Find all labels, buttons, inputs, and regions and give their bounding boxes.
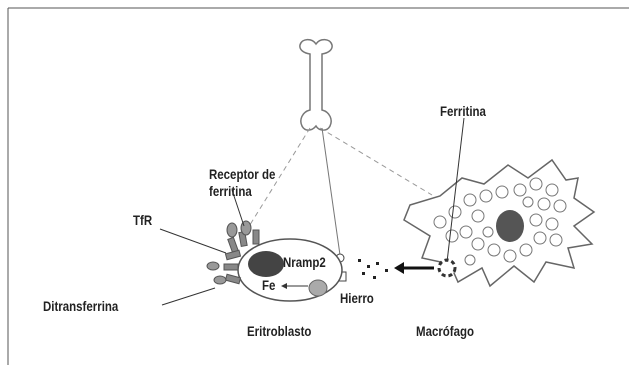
release-arrow-head (394, 262, 404, 274)
bone-to-iron-line (322, 128, 340, 255)
label-tfr: TfR (133, 212, 152, 228)
label-receptor-line2: ferritina (209, 183, 252, 199)
label-ferritina: Ferritina (440, 103, 486, 119)
label-fe: Fe (262, 277, 275, 293)
ferritin-particle (439, 260, 455, 276)
nramp2-vesicle (309, 280, 327, 296)
tfr-pointer-line (160, 229, 226, 253)
iron-dots (358, 259, 388, 279)
erythroblast-nucleus (248, 251, 284, 277)
ditransferrina-pointer-line (162, 288, 215, 305)
label-eritroblasto: Eritroblasto (247, 323, 311, 339)
macrophage-nucleus (496, 210, 524, 242)
bone-to-macrophage-line (320, 128, 432, 195)
label-ditransferrina: Ditransferrina (43, 298, 118, 314)
label-nramp2: Nramp2 (283, 254, 326, 270)
label-macrofago: Macrófago (416, 323, 474, 339)
label-receptor-line1: Receptor de (209, 166, 275, 182)
bone-shape (300, 40, 332, 131)
label-hierro: Hierro (340, 290, 374, 306)
